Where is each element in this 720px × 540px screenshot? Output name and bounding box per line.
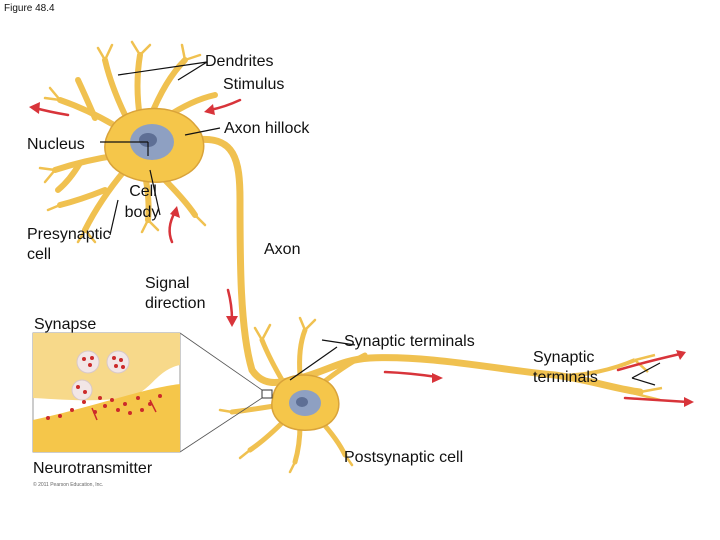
presynaptic-dendrite-tips [38, 40, 207, 244]
synapse-inset [32, 332, 181, 453]
label-dendrites: Dendrites [205, 53, 274, 70]
label-nucleus: Nucleus [27, 136, 85, 153]
label-cell-body-line2: body [124, 204, 160, 221]
leader-lines [100, 61, 661, 386]
label-signal-line1: Signal [145, 275, 190, 292]
label-synaptic-terminals-right-line2: terminals [533, 369, 598, 386]
label-postsynaptic: Postsynaptic cell [344, 449, 464, 466]
label-axon: Axon [264, 241, 301, 258]
label-presynaptic-line2: cell [27, 246, 52, 263]
label-stimulus: Stimulus [223, 76, 285, 93]
synapse-marker-box [261, 389, 273, 399]
copyright-text: © 2011 Pearson Education, Inc. [33, 482, 104, 488]
label-synapse: Synapse [34, 316, 97, 333]
label-cell-body-line1: Cell [129, 183, 157, 200]
label-axon-hillock: Axon hillock [224, 120, 310, 137]
label-presynaptic-line1: Presynaptic [27, 226, 111, 243]
arrowheads [29, 102, 694, 407]
label-neurotransmitter: Neurotransmitter [33, 460, 153, 477]
label-synaptic-terminals-mid: Synaptic terminals [344, 333, 475, 350]
figure-title: Figure 48.4 [4, 3, 55, 14]
label-signal-line2: direction [145, 295, 206, 312]
label-synaptic-terminals-right-line1: Synaptic [533, 349, 595, 366]
